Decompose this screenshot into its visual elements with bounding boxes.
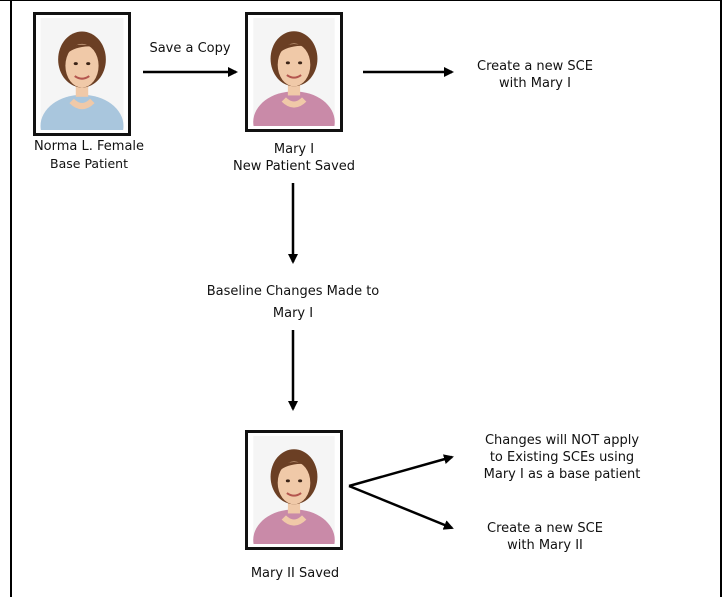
base-patient-name: Norma L. Female xyxy=(33,139,145,154)
base-patient-label: Norma L. Female Base Patient xyxy=(14,138,164,172)
mary-ii-label: Mary II Saved xyxy=(250,566,340,581)
create-sce-mary-i-label: Create a new SCE with Mary I xyxy=(460,58,610,92)
portrait-photo-icon xyxy=(40,18,124,130)
arrow-icon xyxy=(348,454,454,488)
changes-not-apply-label: Changes will NOT apply to Existing SCEs … xyxy=(462,432,662,483)
mary-i-label: Mary I New Patient Saved xyxy=(213,141,375,175)
changes-not-apply-line-2: to Existing SCEs using xyxy=(489,450,635,465)
mary-ii-photo xyxy=(245,430,343,550)
base-patient-photo xyxy=(33,12,131,136)
changes-not-apply-line-1: Changes will NOT apply xyxy=(484,433,640,448)
mary-i-name: Mary I xyxy=(273,142,315,157)
create-sce-mary-ii-label: Create a new SCE with Mary II xyxy=(470,520,620,554)
baseline-changes-label: Baseline Changes Made to Mary I xyxy=(183,281,403,325)
frame-left-border xyxy=(10,0,12,597)
frame-top-border xyxy=(0,0,722,1)
changes-not-apply-line-3: Mary I as a base patient xyxy=(483,467,641,482)
create-sce-mary-ii-line-2: with Mary II xyxy=(507,538,583,553)
create-sce-mary-i-line-2: with Mary I xyxy=(499,76,571,91)
baseline-changes-line-2: Mary I xyxy=(272,306,314,321)
frame-right-border xyxy=(720,0,722,597)
portrait-photo-icon xyxy=(253,18,335,126)
base-patient-role: Base Patient xyxy=(50,156,128,171)
portrait-photo-icon xyxy=(253,436,335,544)
arrow-icon xyxy=(348,484,454,530)
create-sce-mary-i-line-1: Create a new SCE xyxy=(477,59,593,74)
mary-i-photo xyxy=(245,12,343,132)
baseline-changes-line-1: Baseline Changes Made to xyxy=(206,284,380,299)
mary-i-status: New Patient Saved xyxy=(232,159,356,174)
save-copy-label: Save a Copy xyxy=(149,41,231,56)
create-sce-mary-ii-line-1: Create a new SCE xyxy=(487,521,603,536)
